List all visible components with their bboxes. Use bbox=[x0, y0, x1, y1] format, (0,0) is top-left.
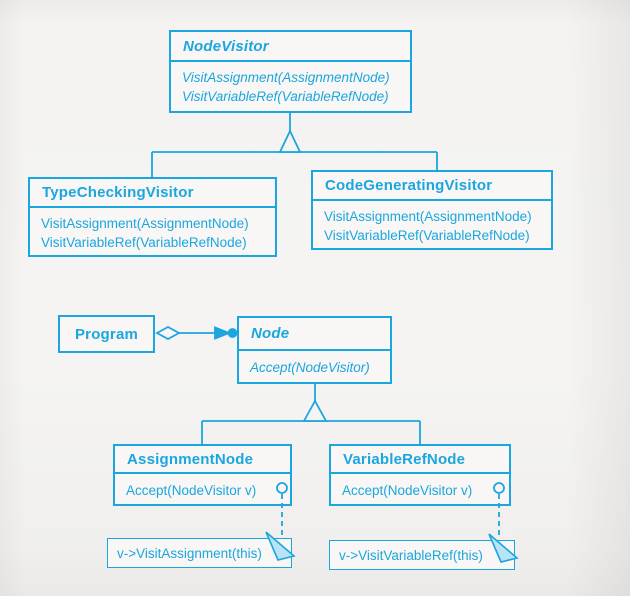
method-accept: Accept(NodeVisitor v) bbox=[126, 483, 257, 498]
many-multiplicity-ball-icon bbox=[227, 328, 238, 338]
class-name-variablerefnode: VariableRefNode bbox=[331, 446, 509, 474]
note-box-visitassignment: v->VisitAssignment(this) bbox=[107, 538, 292, 568]
navigability-arrow-icon bbox=[214, 326, 232, 340]
inheritance-triangle-icon bbox=[278, 128, 302, 153]
class-box-program: Program bbox=[58, 315, 155, 353]
class-name-typecheckingvisitor: TypeCheckingVisitor bbox=[30, 179, 275, 208]
method-visitvariableref: VisitVariableRef(VariableRefNode) bbox=[324, 228, 530, 243]
note-text: v->VisitVariableRef(this) bbox=[339, 547, 483, 563]
class-box-nodevisitor: NodeVisitor VisitAssignment(AssignmentNo… bbox=[169, 30, 412, 113]
class-box-assignmentnode: AssignmentNode Accept(NodeVisitor v) bbox=[113, 444, 292, 506]
note-box-visitvariableref: v->VisitVariableRef(this) bbox=[329, 540, 515, 570]
class-name-codegeneratingvisitor: CodeGeneratingVisitor bbox=[313, 172, 551, 201]
class-name-node: Node bbox=[239, 318, 390, 351]
class-box-node: Node Accept(NodeVisitor) bbox=[237, 316, 392, 384]
aggregation-diamond-icon bbox=[155, 325, 181, 341]
method-accept: Accept(NodeVisitor v) bbox=[342, 483, 473, 498]
method-visitvariableref: VisitVariableRef(VariableRefNode) bbox=[182, 89, 389, 104]
class-name-program: Program bbox=[74, 325, 139, 343]
class-name-assignmentnode: AssignmentNode bbox=[115, 446, 290, 474]
class-box-variablerefnode: VariableRefNode Accept(NodeVisitor v) bbox=[329, 444, 511, 506]
class-name-nodevisitor: NodeVisitor bbox=[171, 32, 410, 62]
note-text: v->VisitAssignment(this) bbox=[117, 545, 262, 561]
method-visitassignment: VisitAssignment(AssignmentNode) bbox=[41, 216, 249, 231]
class-box-codegeneratingvisitor: CodeGeneratingVisitor VisitAssignment(As… bbox=[311, 170, 553, 250]
method-visitassignment: VisitAssignment(AssignmentNode) bbox=[324, 209, 532, 224]
method-visitvariableref: VisitVariableRef(VariableRefNode) bbox=[41, 235, 247, 250]
inheritance-triangle-icon bbox=[302, 399, 328, 422]
class-box-typecheckingvisitor: TypeCheckingVisitor VisitAssignment(Assi… bbox=[28, 177, 277, 257]
method-accept: Accept(NodeVisitor) bbox=[250, 360, 370, 375]
method-visitassignment: VisitAssignment(AssignmentNode) bbox=[182, 70, 390, 85]
